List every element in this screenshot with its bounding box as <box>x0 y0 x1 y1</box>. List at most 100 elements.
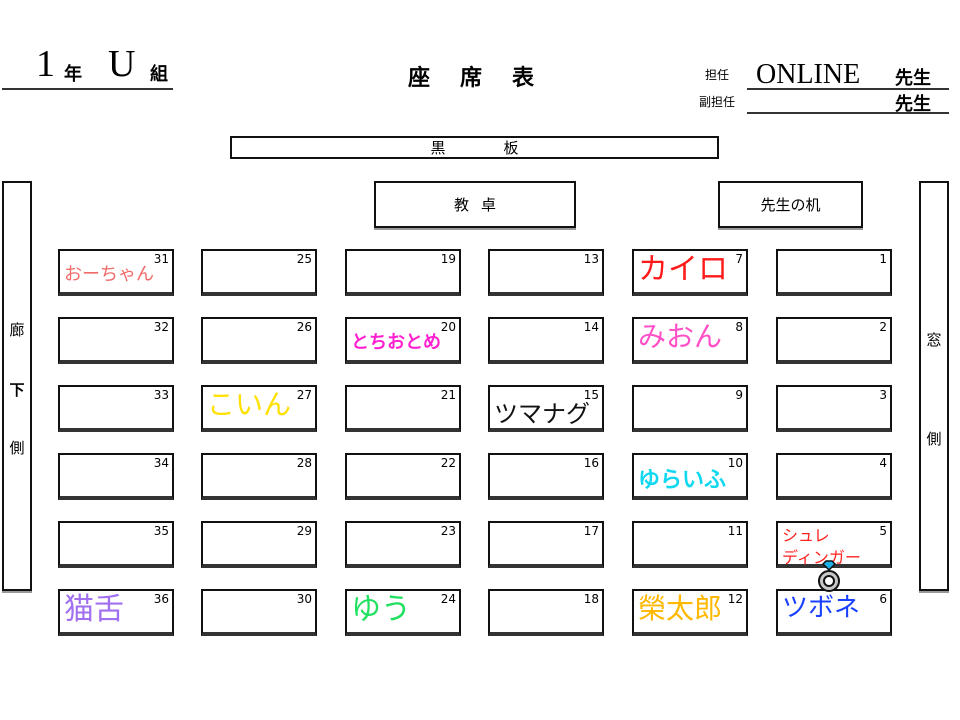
assistant-suffix: 先生 <box>895 94 931 115</box>
seat-number: 12 <box>727 592 743 606</box>
seat-number: 3 <box>879 388 887 402</box>
seat-number: 4 <box>879 456 887 470</box>
student-name: こいん <box>207 388 292 421</box>
seat-28: 28 <box>201 453 317 500</box>
seat-30: 30 <box>201 589 317 636</box>
seat-7: 7 カイロ <box>632 249 748 296</box>
seat-12: 12 榮太郎 <box>632 589 748 636</box>
seat-27: 27 こいん <box>201 385 317 432</box>
seat-11: 11 <box>632 521 748 568</box>
seat-number: 16 <box>583 456 599 470</box>
seat-number: 1 <box>879 252 887 266</box>
seat-24: 24 ゆう <box>345 589 461 636</box>
seat-35: 35 <box>58 521 174 568</box>
seat-number: 20 <box>440 320 456 334</box>
seat-19: 19 <box>345 249 461 296</box>
student-name: ゆう <box>351 592 411 627</box>
blackboard: 黒板 <box>230 136 719 159</box>
window-side: 窓 側 <box>919 181 949 591</box>
seat-21: 21 <box>345 385 461 432</box>
seat-17: 17 <box>488 521 604 568</box>
seat-number: 7 <box>735 252 743 266</box>
student-name: カイロ <box>638 252 728 287</box>
seat-number: 32 <box>153 320 169 334</box>
homeroom-label: 担任 <box>705 68 730 82</box>
seat-13: 13 <box>488 249 604 296</box>
seat-26: 26 <box>201 317 317 364</box>
seat-32: 32 <box>58 317 174 364</box>
seat-2: 2 <box>776 317 892 364</box>
ring-icon <box>818 560 840 592</box>
class-suffix: 組 <box>150 64 168 85</box>
student-name-line1: シュレ <box>782 526 830 545</box>
grade-number: 1 <box>36 43 55 85</box>
grade-suffix: 年 <box>64 64 82 85</box>
seat-number: 33 <box>153 388 169 402</box>
student-name-line2: ディンガー <box>782 548 861 567</box>
homeroom-suffix: 先生 <box>895 68 931 89</box>
seat-number: 13 <box>583 252 599 266</box>
seat-23: 23 <box>345 521 461 568</box>
seat-18: 18 <box>488 589 604 636</box>
seat-16: 16 <box>488 453 604 500</box>
class-label: 1 年 U 組 <box>2 43 173 90</box>
student-name: ツマナグ <box>494 400 590 428</box>
seat-number: 24 <box>440 592 456 606</box>
assistant-label: 副担任 <box>699 95 736 109</box>
seat-number: 25 <box>296 252 312 266</box>
seat-number: 27 <box>296 388 312 402</box>
seat-number: 23 <box>440 524 456 538</box>
seat-4: 4 <box>776 453 892 500</box>
student-name: ツボネ <box>782 593 861 623</box>
seat-number: 26 <box>296 320 312 334</box>
seat-3: 3 <box>776 385 892 432</box>
seat-9: 9 <box>632 385 748 432</box>
homeroom-name: ONLINE <box>756 59 861 90</box>
student-name: 猫舌 <box>64 592 124 627</box>
student-name: シュレディンガー <box>782 525 861 569</box>
student-name: みおん <box>638 320 723 353</box>
assistant-line: 先生 <box>747 88 949 115</box>
seat-8: 8 みおん <box>632 317 748 364</box>
seat-number: 31 <box>153 252 169 266</box>
seat-number: 30 <box>296 592 312 606</box>
student-name: おーちゃん <box>64 264 154 285</box>
teacher-desk: 先生の机 <box>718 181 863 228</box>
seat-33: 33 <box>58 385 174 432</box>
seat-number: 5 <box>879 524 887 538</box>
seat-number: 2 <box>879 320 887 334</box>
seat-34: 34 <box>58 453 174 500</box>
seat-22: 22 <box>345 453 461 500</box>
seat-number: 15 <box>583 388 599 402</box>
seat-number: 34 <box>153 456 169 470</box>
seat-number: 17 <box>583 524 599 538</box>
seat-36: 36 猫舌 <box>58 589 174 636</box>
seat-number: 9 <box>735 388 743 402</box>
student-name: 榮太郎 <box>638 592 723 625</box>
student-name: とちおとめ <box>351 332 441 353</box>
seat-25: 25 <box>201 249 317 296</box>
lectern: 教卓 <box>374 181 576 228</box>
student-name: ゆらいふ <box>638 468 727 493</box>
seat-number: 10 <box>727 456 743 470</box>
seat-number: 28 <box>296 456 312 470</box>
corridor-side: 廊 下 側 <box>2 181 32 591</box>
seat-1: 1 <box>776 249 892 296</box>
class-letter: U <box>108 43 136 85</box>
seat-number: 36 <box>153 592 169 606</box>
page-title: 座席表 <box>408 66 535 91</box>
seat-number: 11 <box>727 524 743 538</box>
seat-14: 14 <box>488 317 604 364</box>
seat-number: 19 <box>440 252 456 266</box>
seat-number: 21 <box>440 388 456 402</box>
seat-number: 22 <box>440 456 456 470</box>
seat-number: 8 <box>735 320 743 334</box>
seat-number: 35 <box>153 524 169 538</box>
seat-number: 29 <box>296 524 312 538</box>
homeroom-line: ONLINE 先生 <box>747 60 949 90</box>
